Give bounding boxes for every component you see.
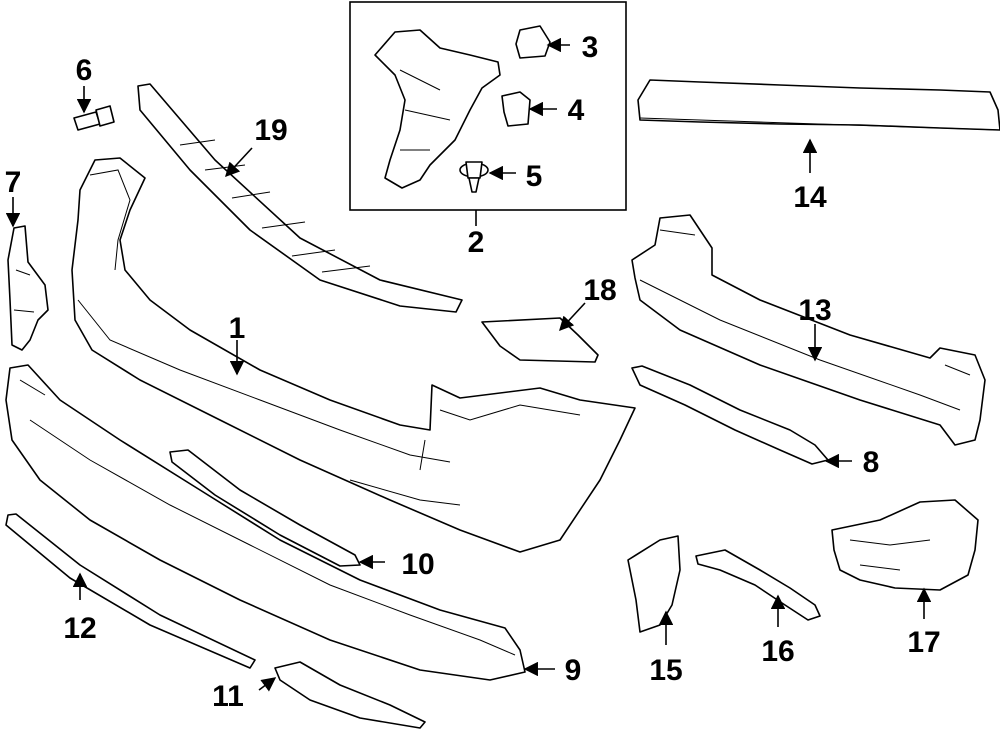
callout-10: 10 bbox=[401, 548, 434, 581]
part-19-step-pad[interactable] bbox=[137, 83, 463, 313]
part-2-group-box bbox=[349, 1, 627, 211]
callout-6: 6 bbox=[76, 54, 93, 87]
leader-11 bbox=[258, 677, 277, 692]
part-1-bumper-cover[interactable] bbox=[71, 157, 636, 553]
callout-2: 2 bbox=[468, 226, 485, 259]
callout-9: 9 bbox=[565, 654, 582, 687]
callout-18: 18 bbox=[583, 274, 616, 307]
callout-12: 12 bbox=[63, 612, 96, 645]
callout-11: 11 bbox=[212, 680, 244, 713]
callout-3: 3 bbox=[582, 31, 599, 64]
part-5-push-pin[interactable] bbox=[459, 161, 489, 193]
part-6-bolt[interactable] bbox=[73, 105, 115, 131]
part-2-mounting-bracket[interactable] bbox=[374, 29, 501, 189]
callout-17: 17 bbox=[907, 626, 940, 659]
callout-13: 13 bbox=[798, 294, 831, 327]
leader-19 bbox=[225, 147, 253, 178]
part-16-corner-bracket[interactable] bbox=[695, 549, 821, 621]
part-3-clip[interactable] bbox=[515, 25, 551, 59]
part-7-side-bracket[interactable] bbox=[7, 225, 49, 351]
callout-8: 8 bbox=[863, 446, 880, 479]
part-4-retainer[interactable] bbox=[501, 91, 531, 127]
part-11-corner-trim[interactable] bbox=[274, 661, 426, 729]
callout-labels: 1 2 3 4 5 6 7 8 9 10 11 12 13 14 15 16 1… bbox=[5, 31, 941, 713]
callout-14: 14 bbox=[793, 181, 827, 214]
part-13-reinforcement-beam[interactable] bbox=[631, 214, 986, 446]
part-14-energy-absorber[interactable] bbox=[637, 79, 1000, 131]
callout-19: 19 bbox=[254, 114, 287, 147]
part-8-lower-trim[interactable] bbox=[631, 365, 829, 465]
part-12-molding-strip[interactable] bbox=[5, 513, 256, 669]
part-15-side-panel[interactable] bbox=[627, 535, 681, 633]
leader-18 bbox=[559, 302, 586, 332]
part-18-cover-plate[interactable] bbox=[481, 317, 599, 363]
callout-15: 15 bbox=[649, 654, 682, 687]
part-17-housing[interactable] bbox=[831, 499, 979, 591]
callout-16: 16 bbox=[761, 635, 794, 668]
callout-1: 1 bbox=[229, 312, 246, 345]
callout-5: 5 bbox=[526, 160, 543, 193]
callout-7: 7 bbox=[5, 166, 22, 199]
leader-lines bbox=[5, 37, 932, 692]
callout-4: 4 bbox=[568, 94, 585, 127]
